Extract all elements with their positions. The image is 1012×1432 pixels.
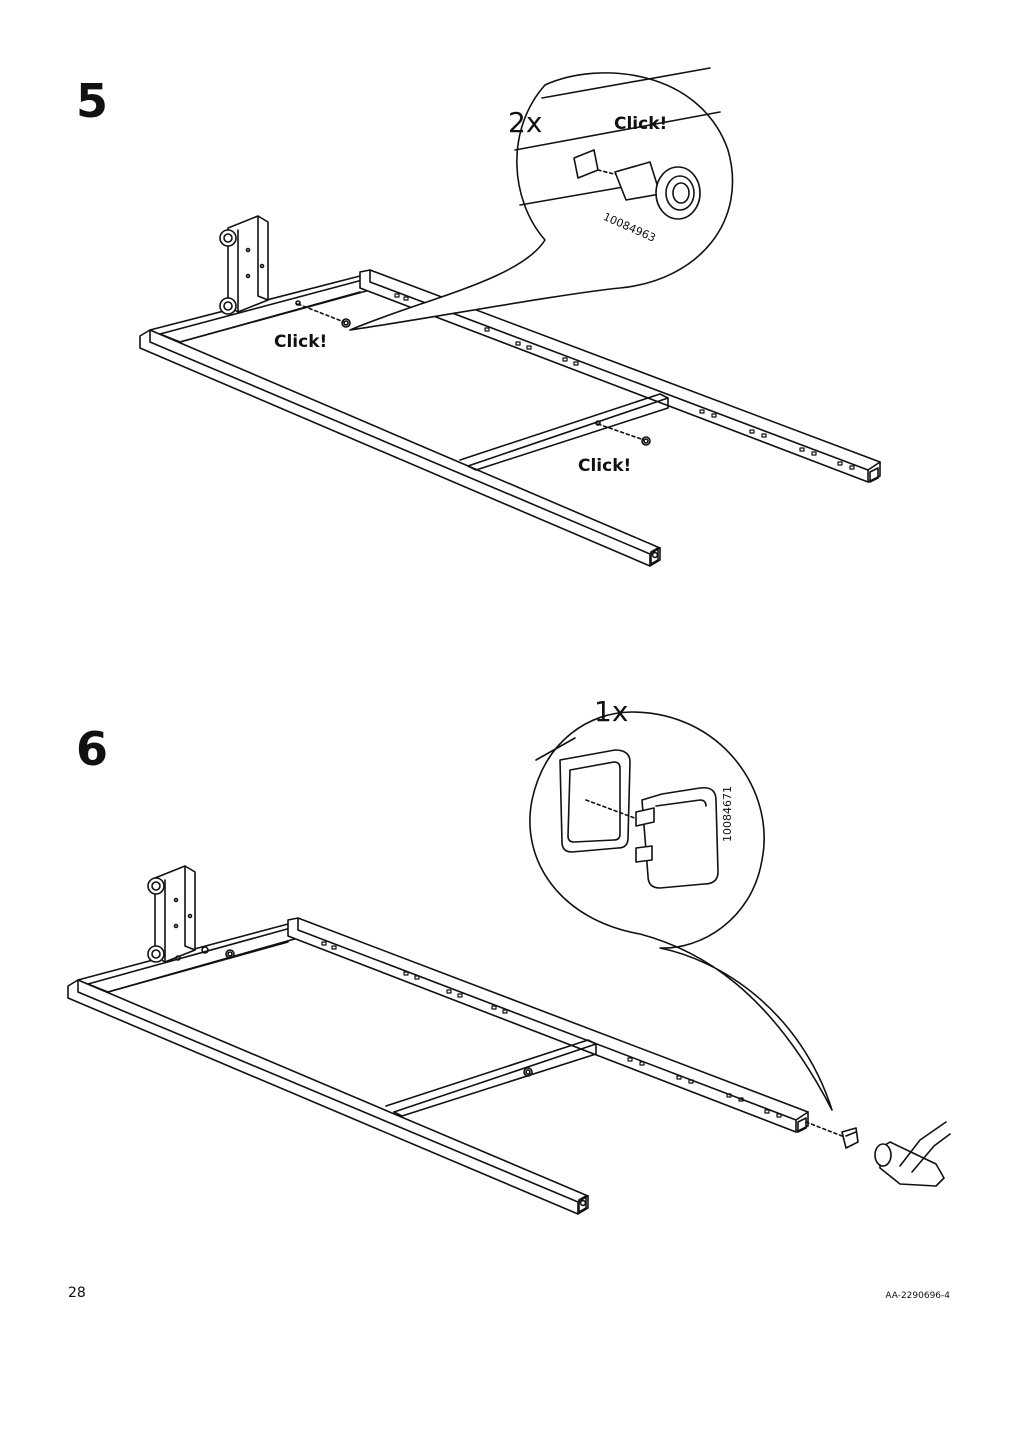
click-label: Click! <box>614 114 668 134</box>
step-number: 5 <box>76 74 109 128</box>
document-code: AA-2290696-4 <box>885 1291 950 1301</box>
step-5-frame-drawing <box>140 216 880 566</box>
step-number: 6 <box>76 722 109 776</box>
step-5-detail-callout <box>350 68 733 330</box>
click-label: Click! <box>274 332 328 352</box>
step-6-detail-callout <box>530 712 832 1110</box>
quantity-label: 2x <box>508 106 543 139</box>
part-number: 10084671 <box>721 786 734 842</box>
page-number: 28 <box>68 1285 86 1301</box>
step-6-frame-drawing <box>68 866 950 1214</box>
click-label: Click! <box>578 456 632 476</box>
quantity-label: 1x <box>594 695 629 728</box>
